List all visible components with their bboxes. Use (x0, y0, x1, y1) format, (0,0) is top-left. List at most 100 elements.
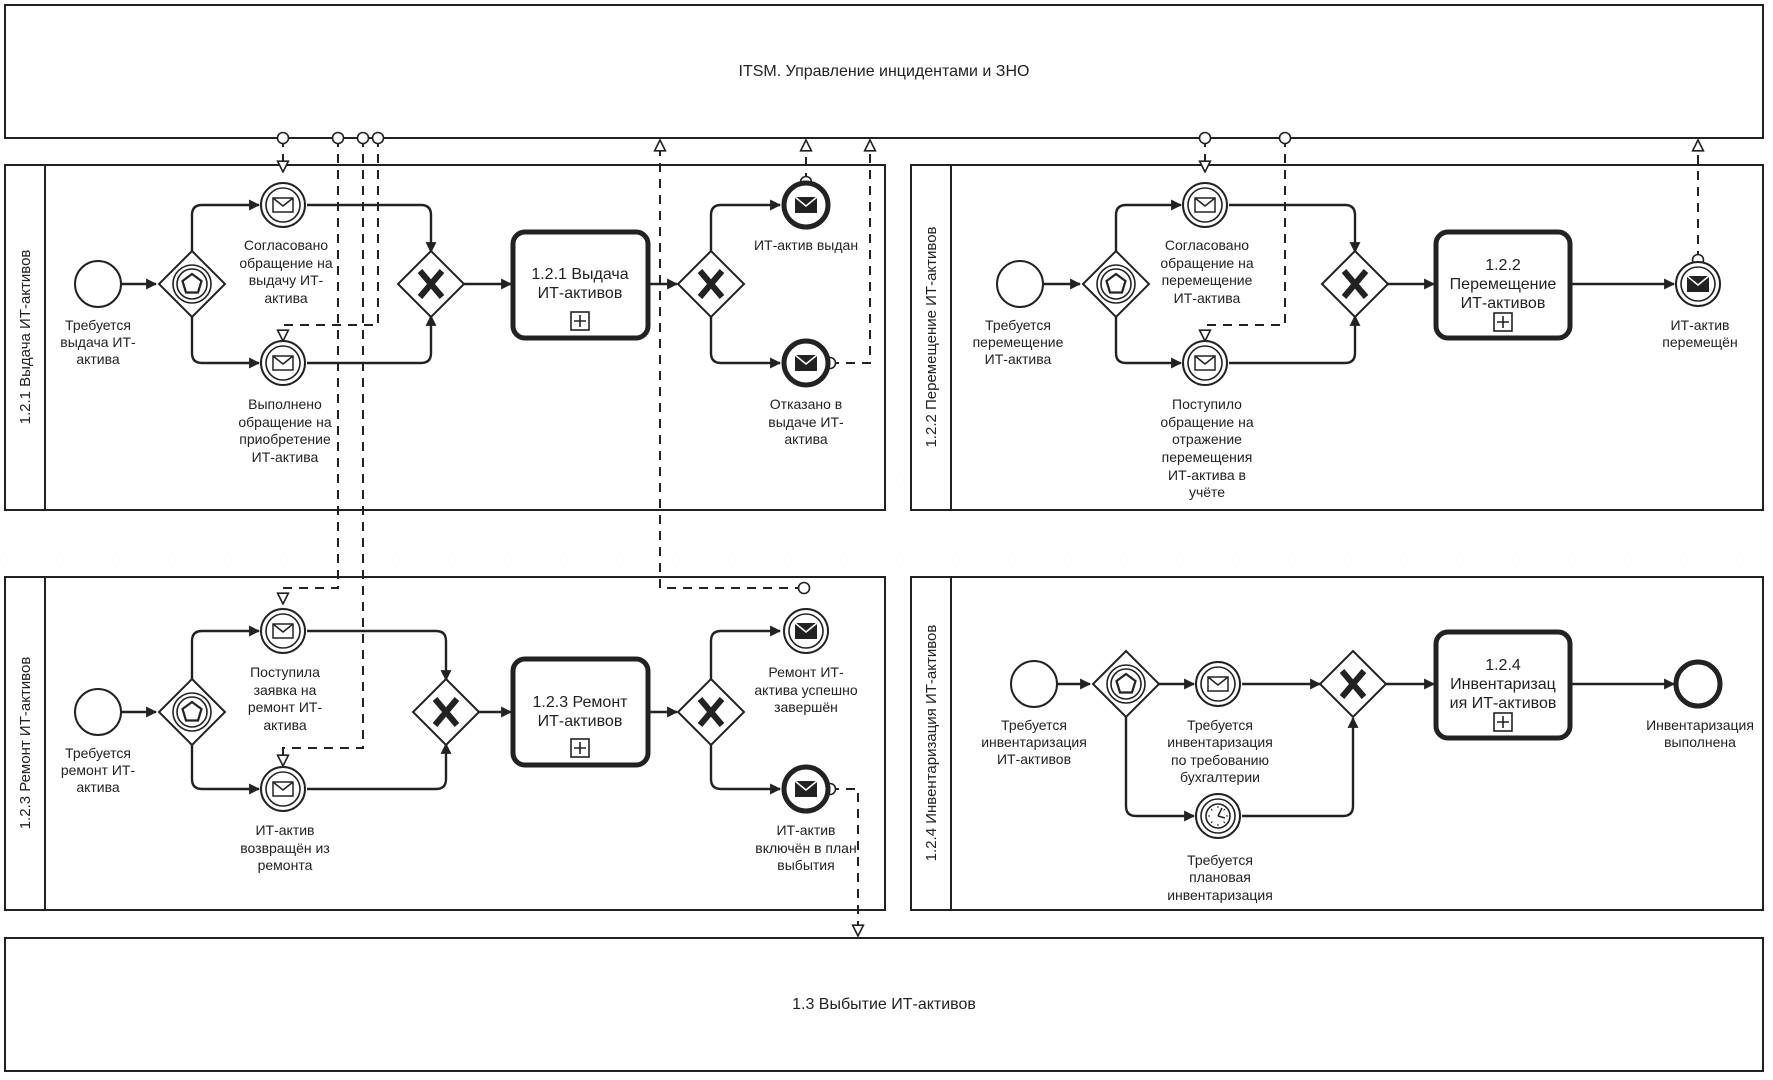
inventory-task-label-3: ия ИТ-активов (1450, 695, 1557, 712)
svg-text:возвращён из: возвращён из (240, 840, 330, 856)
pool-disposal[interactable]: 1.3 Выбытие ИТ-активов (4, 937, 1764, 1072)
msg-itsm-to-move-received (1205, 138, 1285, 341)
subprocess-marker-icon (1493, 712, 1513, 732)
issue-flows (120, 199, 782, 369)
move-task-label-2: Перемещение (1450, 276, 1557, 293)
svg-text:Инвентаризация: Инвентаризация (1646, 717, 1754, 733)
move-msg-approved-event[interactable] (1183, 183, 1227, 227)
svg-text:обращение на: обращение на (1160, 255, 1253, 271)
svg-text:ремонта: ремонта (258, 857, 313, 873)
issue-end-refused-event[interactable] (784, 341, 828, 385)
repair-end-done-label: Ремонт ИТ- актива успешно завершён (754, 664, 857, 715)
inventory-timer-event[interactable] (1195, 793, 1241, 839)
svg-text:ИТ-актива в: ИТ-актива в (1168, 467, 1246, 483)
move-msg-received-event[interactable] (1183, 341, 1227, 385)
svg-text:Согласовано: Согласовано (244, 237, 328, 253)
inventory-timer-label: Требуется плановая инвентаризация (1167, 852, 1273, 903)
svg-text:бухгалтерии: бухгалтерии (1180, 769, 1260, 785)
lane-inventory[interactable]: 1.2.4 Инвентаризац ия ИТ-активов (910, 576, 1764, 911)
svg-text:Требуется: Требуется (1001, 717, 1067, 733)
inventory-task-label-2: Инвентаризац (1450, 676, 1556, 693)
svg-text:Требуется: Требуется (985, 317, 1051, 333)
svg-text:актива: актива (264, 290, 308, 306)
repair-msg-request-label: Поступила заявка на ремонт ИТ- актива (248, 664, 323, 733)
pool-itsm-label: ITSM. Управление инцидентами и ЗНО (739, 63, 1030, 80)
svg-text:ИТ-актива: ИТ-актива (985, 351, 1052, 367)
svg-text:учёте: учёте (1189, 484, 1225, 500)
svg-text:Требуется: Требуется (1187, 852, 1253, 868)
issue-end-refused-label: Отказано в выдаче ИТ- актива (768, 396, 844, 447)
repair-start-label: Требуется ремонт ИТ- актива (61, 745, 136, 795)
inventory-end-event[interactable] (1673, 659, 1723, 709)
svg-text:Ремонт ИТ-: Ремонт ИТ- (768, 664, 844, 680)
svg-text:ремонт ИТ-: ремонт ИТ- (248, 699, 323, 715)
svg-text:перемещён: перемещён (1662, 334, 1737, 350)
lane-move[interactable]: 1.2.2 Перемещение ИТ-активов (910, 164, 1764, 511)
pool-itsm[interactable]: ITSM. Управление инцидентами и ЗНО (4, 4, 1764, 139)
repair-end-done-event[interactable] (784, 609, 828, 653)
svg-text:плановая: плановая (1189, 869, 1251, 885)
lane-move-label: 1.2.2 Перемещение ИТ-активов (923, 226, 940, 447)
issue-msg-purchased-event[interactable] (261, 341, 305, 385)
svg-text:перемещения: перемещения (1162, 449, 1253, 465)
msg-repair-done-to-itsm (660, 140, 804, 588)
repair-msg-request-event[interactable] (261, 609, 305, 653)
repair-msg-returned-event[interactable] (261, 767, 305, 811)
inventory-start-label: Требуется инвентаризация ИТ-активов (981, 717, 1087, 767)
svg-text:ИТ-актив: ИТ-актив (255, 822, 314, 838)
inventory-msg-accounting-label: Требуется инвентаризация по требованию б… (1167, 717, 1273, 785)
issue-start-event[interactable] (74, 260, 122, 308)
issue-task[interactable]: 1.2.1 Выдача ИТ-активов (510, 229, 651, 341)
issue-end-issued-label: ИТ-актив выдан (754, 237, 858, 253)
svg-text:актива успешно: актива успешно (754, 682, 857, 698)
repair-msg-returned-label: ИТ-актив возвращён из ремонта (240, 822, 330, 873)
move-flows (1044, 199, 1676, 369)
svg-text:выполнена: выполнена (1664, 734, 1736, 750)
inventory-flows (1057, 678, 1676, 822)
svg-text:перемещение: перемещение (973, 334, 1064, 350)
svg-text:актива: актива (784, 431, 828, 447)
svg-text:обращение на: обращение на (238, 414, 331, 430)
svg-text:Требуется: Требуется (65, 745, 131, 761)
svg-text:приобретение: приобретение (239, 431, 331, 447)
issue-msg-purchased-label: Выполнено обращение на приобретение ИТ-а… (238, 396, 331, 465)
svg-text:Выполнено: Выполнено (248, 396, 322, 412)
issue-msg-approved-event[interactable] (261, 183, 305, 227)
subprocess-marker-icon (570, 738, 590, 758)
move-start-label: Требуется перемещение ИТ-актива (973, 317, 1064, 367)
subprocess-marker-icon (1493, 312, 1513, 332)
svg-text:обращение на: обращение на (239, 255, 332, 271)
repair-end-plan-event[interactable] (784, 767, 828, 811)
move-task[interactable]: 1.2.2 Перемещение ИТ-активов (1433, 229, 1573, 341)
issue-task-label-2: ИТ-активов (538, 285, 623, 302)
lane-repair-label: 1.2.3 Ремонт ИТ-активов (17, 657, 34, 830)
svg-text:выбытия: выбытия (777, 857, 834, 873)
svg-text:Требуется: Требуется (1187, 717, 1253, 733)
issue-end-issued-event[interactable] (784, 183, 828, 227)
subprocess-marker-icon (570, 311, 590, 331)
svg-text:Отказано в: Отказано в (770, 396, 842, 412)
inventory-task-label-1: 1.2.4 (1485, 657, 1521, 674)
repair-task-label-1: 1.2.3 Ремонт (533, 694, 629, 711)
issue-start-label: Требуется выдача ИТ- актива (60, 317, 136, 367)
repair-start-event[interactable] (74, 688, 122, 736)
inventory-msg-accounting-event[interactable] (1196, 662, 1240, 706)
svg-text:ИТ-актив: ИТ-актив (776, 822, 835, 838)
svg-text:заявка на: заявка на (254, 682, 317, 698)
svg-text:выдачу ИТ-: выдачу ИТ- (249, 272, 324, 288)
inventory-start-event[interactable] (1010, 660, 1058, 708)
svg-text:актива: актива (76, 779, 120, 795)
svg-text:выдаче ИТ-: выдаче ИТ- (768, 414, 844, 430)
svg-text:включён в план: включён в план (755, 840, 856, 856)
move-start-event[interactable] (996, 260, 1044, 308)
svg-text:Согласовано: Согласовано (1165, 237, 1249, 253)
svg-text:Поступило: Поступило (1172, 396, 1242, 412)
move-end-event[interactable] (1676, 262, 1720, 306)
inventory-task[interactable]: 1.2.4 Инвентаризац ия ИТ-активов (1433, 629, 1573, 741)
svg-text:перемещение: перемещение (1162, 272, 1253, 288)
move-task-label-3: ИТ-активов (1461, 295, 1546, 312)
lane-issue[interactable]: 1.2.1 Выдача ИТ-активов (4, 164, 886, 511)
svg-text:инвентаризация: инвентаризация (1167, 887, 1273, 903)
repair-task[interactable]: 1.2.3 Ремонт ИТ-активов (510, 656, 651, 768)
